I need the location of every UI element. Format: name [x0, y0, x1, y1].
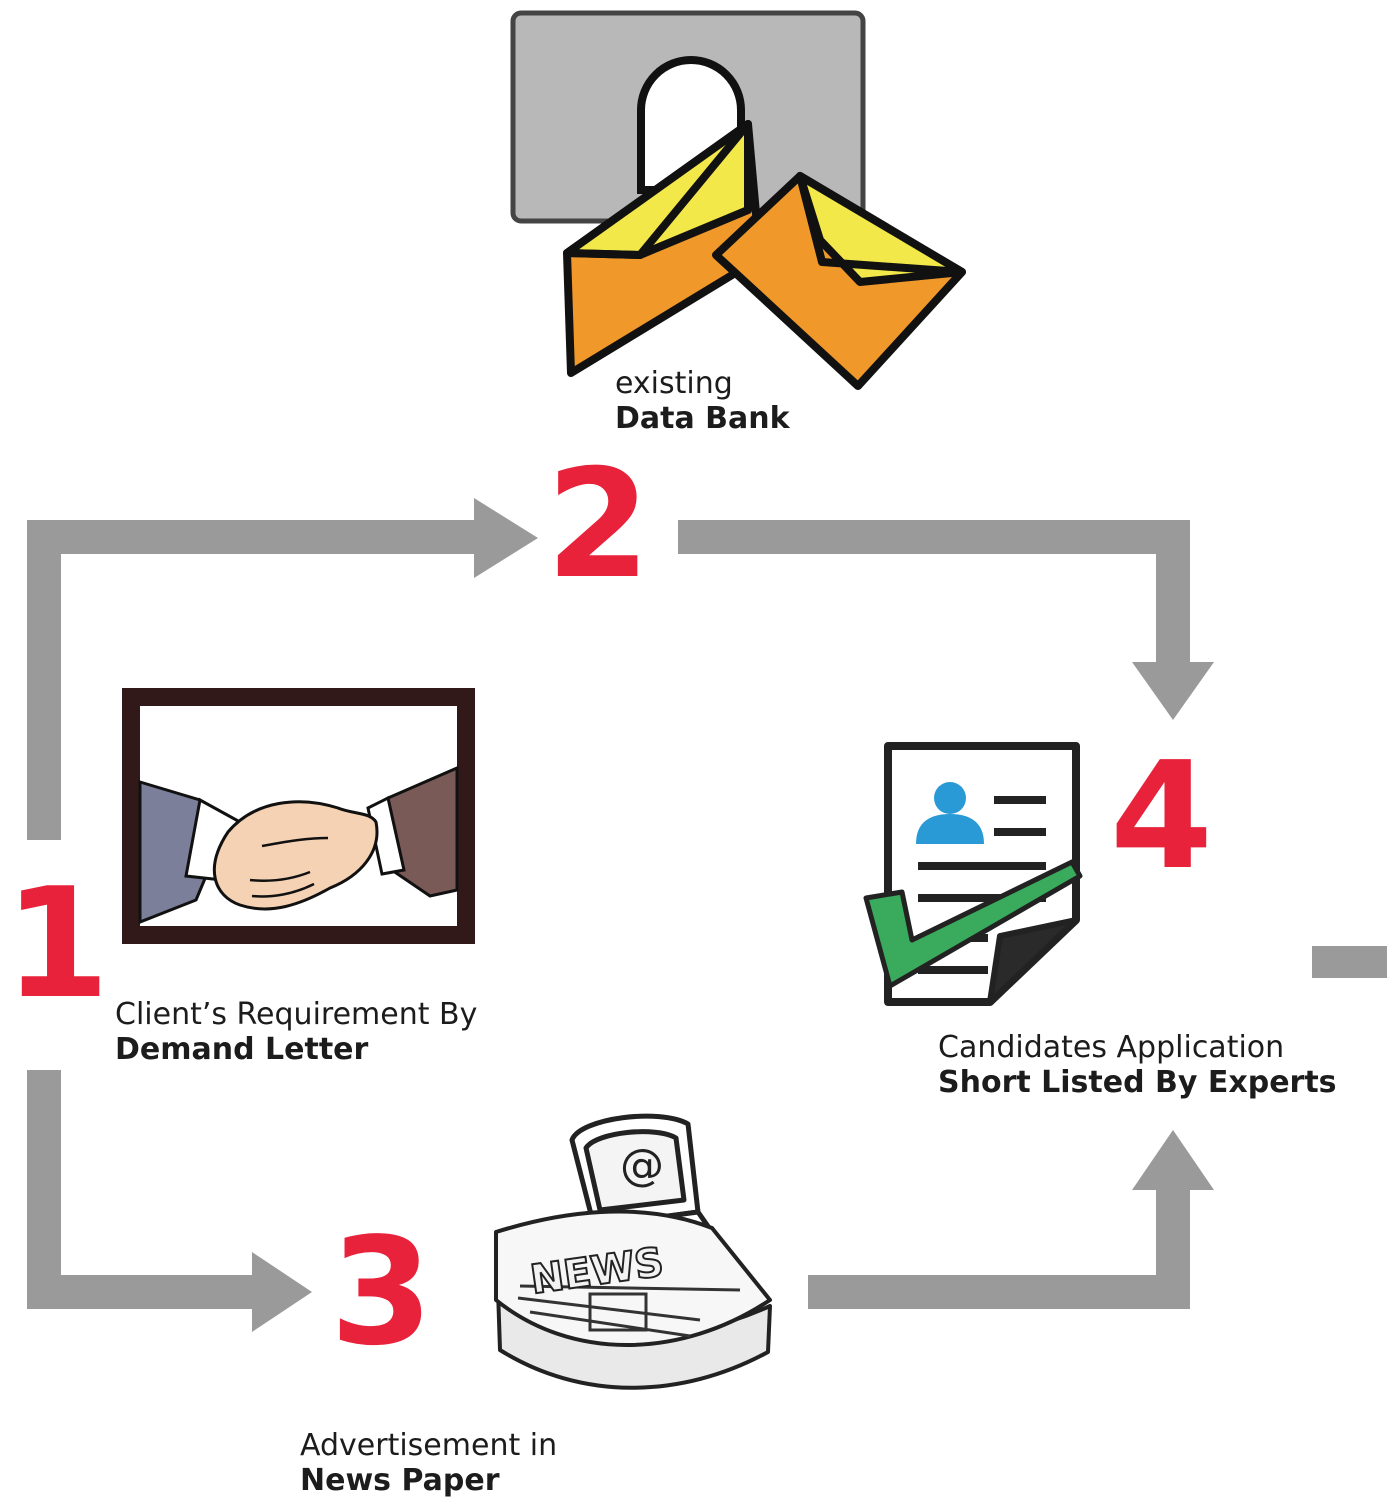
svg-text:@: @ [620, 1140, 664, 1191]
caption-step-3-line2: News Paper [300, 1463, 500, 1499]
arrow-2-to-4 [678, 520, 1214, 720]
step-number-3: 3 [330, 1206, 433, 1378]
step-number-4: 4 [1110, 730, 1213, 902]
arrow-3-to-4 [808, 1130, 1214, 1309]
caption-step-1-line1: Client’s Requirement By [115, 997, 478, 1032]
caption-step-3: Advertisement in News Paper [300, 1428, 557, 1498]
arrow-1-to-2 [27, 498, 538, 840]
caption-step-2: existing Data Bank [615, 366, 790, 436]
step-number-1: 1 [4, 855, 110, 1032]
caption-step-4: Candidates Application Short Listed By E… [938, 1030, 1337, 1100]
caption-step-4-line1: Candidates Application [938, 1030, 1285, 1065]
caption-step-2-line1: existing [615, 366, 733, 401]
caption-step-2-line2: Data Bank [615, 401, 790, 437]
caption-step-1-line2: Demand Letter [115, 1032, 369, 1068]
caption-step-3-line1: Advertisement in [300, 1428, 558, 1463]
arrow-1-to-3 [27, 1070, 312, 1332]
caption-step-1: Client’s Requirement By Demand Letter [115, 997, 477, 1067]
arrow-stub-right [1312, 946, 1387, 978]
step-number-2: 2 [546, 438, 651, 612]
caption-step-4-line2: Short Listed By Experts [938, 1065, 1337, 1101]
